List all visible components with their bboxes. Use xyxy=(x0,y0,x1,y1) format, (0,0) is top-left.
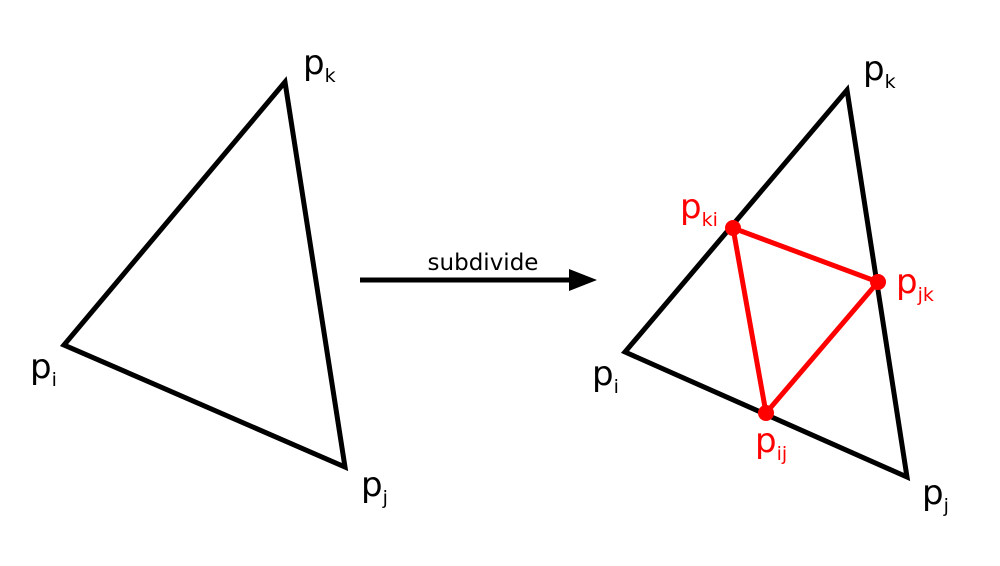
right-label-pij: pij xyxy=(755,421,787,465)
right-label-pki: pki xyxy=(680,187,718,231)
left-label-pj: pj xyxy=(361,465,388,509)
subdivide-arrow-head xyxy=(569,269,597,291)
right-label-pj: pj xyxy=(922,473,949,517)
left-label-pi: pi xyxy=(30,347,57,391)
left-triangle xyxy=(59,76,349,472)
midpoint-dot-jk xyxy=(870,274,886,290)
subdivision-triangle xyxy=(729,224,883,419)
midpoint-dot-ij xyxy=(758,405,774,421)
subdivide-label: subdivide xyxy=(428,250,539,276)
midpoint-dot-ki xyxy=(725,220,741,236)
right-label-pi: pi xyxy=(592,354,619,398)
right-label-pk: pk xyxy=(863,49,896,93)
right-label-pjk: pjk xyxy=(896,262,934,306)
left-label-pk: pk xyxy=(303,43,336,87)
